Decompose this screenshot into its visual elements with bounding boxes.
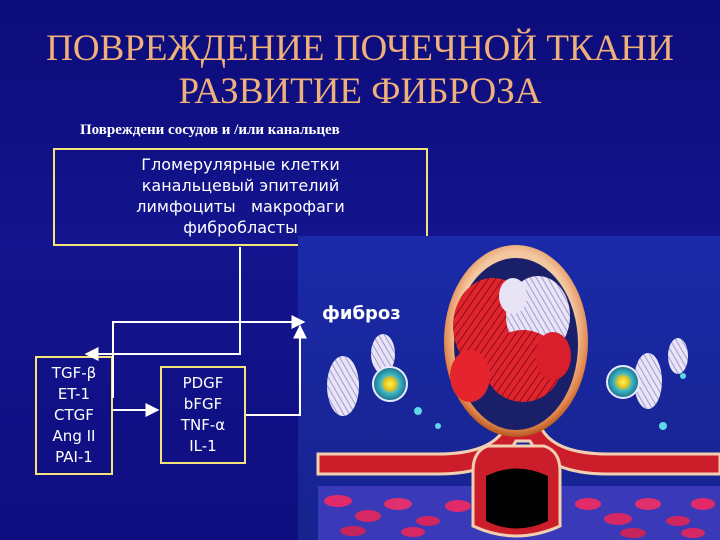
tubule-lumen bbox=[486, 468, 548, 529]
subtitle: Повреждени сосудов и /или канальцев bbox=[80, 122, 340, 138]
cell-type-line: канальцевый эпителий bbox=[141, 176, 340, 195]
factor-label: bFGF bbox=[183, 395, 223, 413]
factor-label: CTGF bbox=[54, 406, 94, 424]
slide-title-line1: ПОВРЕЖДЕНИЕ ПОЧЕЧНОЙ ТКАНИ bbox=[46, 28, 674, 69]
interstitial-cells bbox=[327, 334, 688, 430]
glomerulus-fibrosis-illustration bbox=[298, 236, 720, 540]
slide-title-line2: РАЗВИТИЕ ФИБРОЗА bbox=[178, 71, 542, 112]
arrow-cells-to-factors bbox=[84, 247, 241, 361]
factor-label: IL-1 bbox=[189, 437, 217, 455]
factor-label: PAI-1 bbox=[55, 448, 93, 466]
tissue-cells bbox=[324, 495, 715, 538]
fibrosis-label: фиброз bbox=[322, 303, 401, 324]
glomerular-tuft bbox=[450, 276, 571, 402]
factor-label: ET-1 bbox=[57, 385, 91, 403]
cell-type-line: фибробласты bbox=[183, 218, 298, 237]
profibrotic-factors-box: TGF-β ET-1 CTGF Ang II PAI-1 bbox=[35, 356, 113, 475]
factor-label: PDGF bbox=[182, 374, 224, 392]
factor-label: TNF-α bbox=[180, 416, 226, 434]
growth-factors-box: PDGF bFGF TNF-α IL-1 bbox=[160, 366, 246, 464]
cell-type-line: Гломерулярные клетки bbox=[141, 155, 340, 174]
cell-type-line: лимфоциты макрофаги bbox=[136, 197, 345, 216]
factor-label: TGF-β bbox=[51, 364, 97, 382]
cell-types-box: Гломерулярные клетки канальцевый эпители… bbox=[53, 148, 428, 246]
factor-label: Ang II bbox=[52, 427, 96, 445]
arrow-middle-to-fibrosis bbox=[246, 324, 307, 416]
